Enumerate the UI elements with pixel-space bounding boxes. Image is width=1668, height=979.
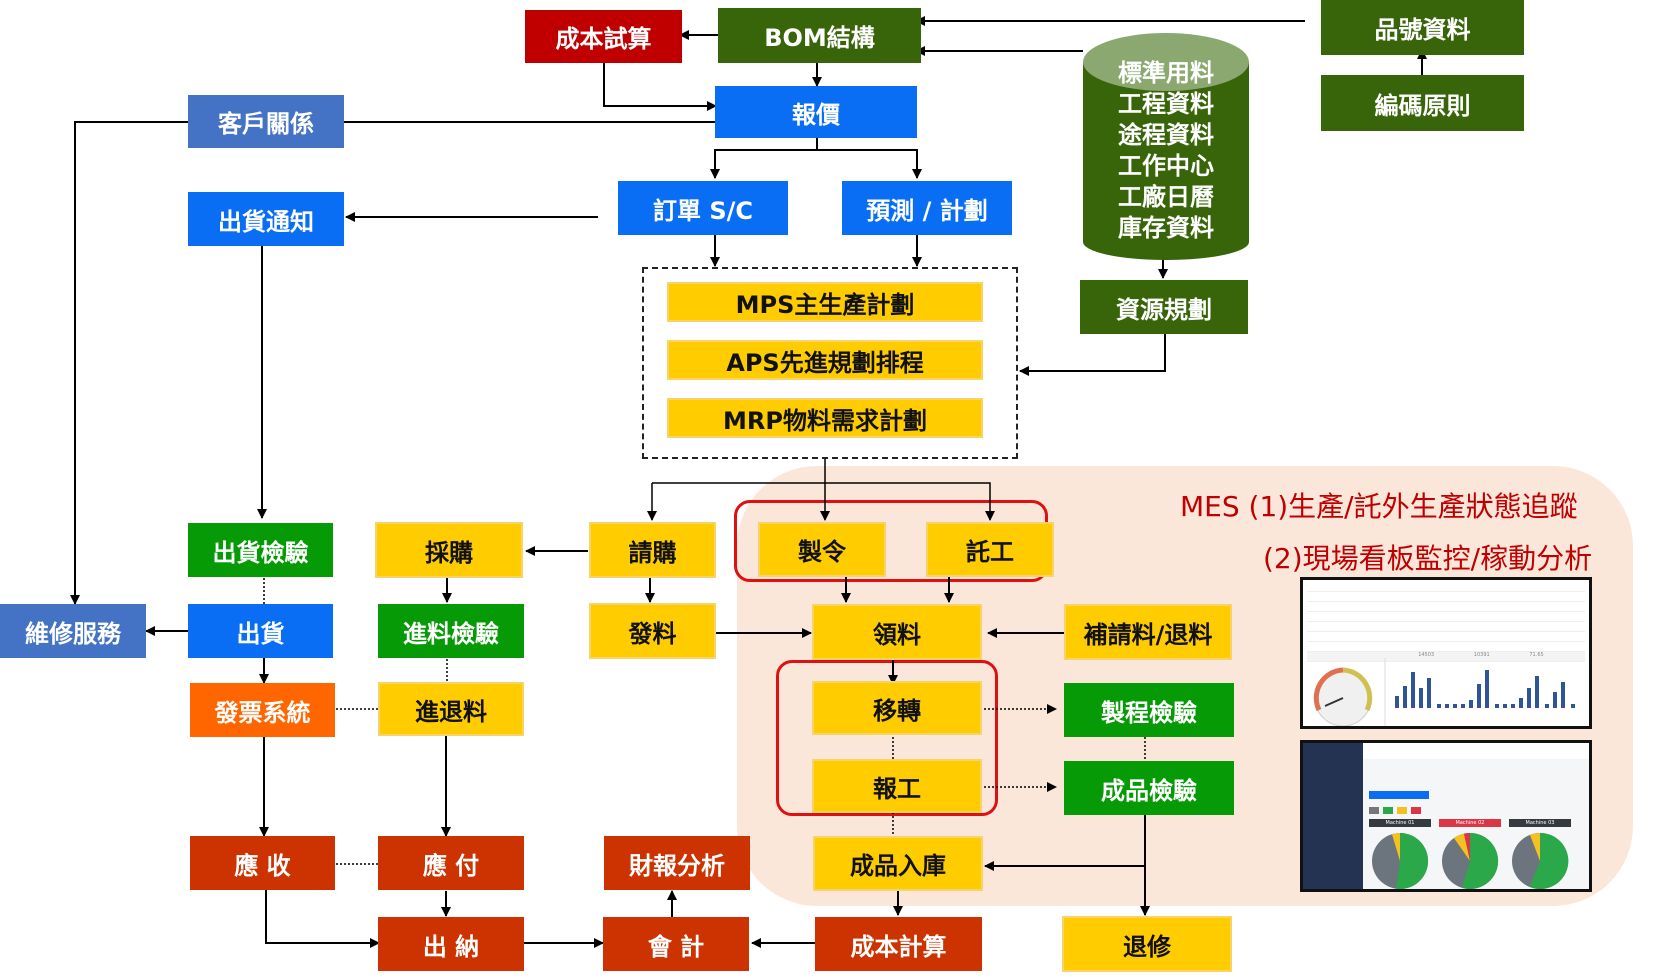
finished-warehousing-box[interactable]: 成品入庫	[813, 836, 983, 891]
coding-rules-box[interactable]: 編碼原則	[1321, 75, 1524, 131]
database-items: 標準用料 工程資料 途程資料 工作中心 工廠日曆 庫存資料	[1083, 58, 1249, 244]
thumbnail-header	[1363, 743, 1589, 759]
thumbnail-gauge-and-bars	[1313, 658, 1575, 726]
outsourcing-box[interactable]: 託工	[926, 522, 1054, 577]
shipping-box[interactable]: 出貨	[188, 604, 333, 658]
part-number-box[interactable]: 品號資料	[1321, 0, 1524, 55]
supplement-return-box[interactable]: 補請料/退料	[1064, 604, 1232, 660]
arrow-receivable-to-cashier	[265, 890, 380, 948]
mes-title-line1: MES (1)生產/託外生產狀態追蹤	[1180, 490, 1578, 523]
accounting-box[interactable]: 會 計	[603, 917, 749, 971]
db-item: 標準用料	[1118, 59, 1214, 87]
process-inspection-box[interactable]: 製程檢驗	[1064, 683, 1234, 737]
thumbnail-machine-label: Machine 03	[1509, 819, 1571, 827]
quotation-box[interactable]: 報價	[715, 86, 917, 138]
arrow-quote-to-forecast	[817, 149, 922, 179]
transfer-report-group-frame	[776, 660, 998, 816]
sales-order-box[interactable]: 訂單 S/C	[618, 181, 788, 235]
dashboard-screenshot-thumbnail: Machine 01 Machine 02 Machine 03	[1300, 740, 1592, 892]
purchase-request-box[interactable]: 請購	[589, 522, 716, 578]
shipping-notice-box[interactable]: 出貨通知	[188, 192, 344, 246]
material-issue-box[interactable]: 領料	[812, 604, 982, 660]
repair-service-box[interactable]: 維修服務	[0, 604, 146, 658]
customer-relations-box[interactable]: 客戶關係	[188, 95, 344, 148]
receipt-return-box[interactable]: 進退料	[378, 682, 524, 736]
purchasing-box[interactable]: 採購	[375, 522, 523, 578]
cost-calculation-box[interactable]: 成本計算	[815, 917, 982, 971]
resource-planning-box[interactable]: 資源規劃	[1080, 280, 1248, 334]
db-item: 工作中心	[1118, 152, 1214, 180]
db-item: 工廠日曆	[1118, 183, 1214, 211]
thumbnail-summary-value: 14503	[1418, 652, 1435, 658]
arrow-customer-to-repair	[70, 121, 232, 605]
arrow-quote-to-order	[710, 138, 818, 179]
financial-analysis-box[interactable]: 財報分析	[604, 836, 750, 890]
thumbnail-machine-label: Machine 02	[1439, 819, 1501, 827]
arrow-resource-to-plan	[1019, 334, 1166, 376]
shipping-inspection-box[interactable]: 出貨檢驗	[188, 523, 333, 577]
payable-box[interactable]: 應 付	[378, 836, 524, 890]
incoming-inspection-box[interactable]: 進料檢驗	[378, 604, 524, 658]
planning-group	[642, 267, 1018, 459]
thumbnail-machine-label: Machine 01	[1369, 819, 1431, 827]
arrow-plan-to-outsourcing	[652, 482, 995, 521]
material-dispatch-box[interactable]: 發料	[589, 603, 716, 659]
report-screenshot-thumbnail: 14503 10391 71.65	[1300, 577, 1592, 729]
mes-title-line2: (2)現場看板監控/稼動分析	[1263, 542, 1593, 575]
finished-inspection-box[interactable]: 成品檢驗	[1064, 761, 1234, 815]
db-item: 途程資料	[1118, 121, 1214, 149]
db-item: 工程資料	[1118, 90, 1214, 118]
rework-box[interactable]: 退修	[1062, 916, 1232, 972]
arrow-cost-to-quote	[603, 62, 717, 111]
thumbnail-button	[1369, 791, 1429, 799]
thumbnail-table: 14503 10391 71.65	[1303, 580, 1589, 662]
forecast-plan-box[interactable]: 預測 / 計劃	[842, 181, 1012, 235]
bom-box[interactable]: BOM結構	[718, 8, 921, 63]
thumbnail-summary-value: 10391	[1473, 652, 1490, 658]
cashier-box[interactable]: 出 納	[378, 917, 524, 971]
work-order-box[interactable]: 製令	[758, 522, 886, 577]
thumbnail-pie-charts	[1372, 832, 1569, 889]
aps-box[interactable]: APS先進規劃排程	[667, 340, 983, 380]
work-report-box[interactable]: 報工	[812, 759, 982, 813]
db-item: 庫存資料	[1118, 214, 1214, 242]
cost-trial-box[interactable]: 成本試算	[525, 10, 682, 63]
thumbnail-summary-value: 71.65	[1529, 652, 1544, 658]
transfer-box[interactable]: 移轉	[812, 681, 982, 735]
receivable-box[interactable]: 應 收	[190, 836, 335, 890]
thumbnail-sidebar	[1303, 743, 1363, 889]
database-cylinder	[1083, 33, 1249, 260]
invoice-system-box[interactable]: 發票系統	[190, 683, 335, 737]
mps-box[interactable]: MPS主生產計劃	[667, 282, 983, 322]
mrp-box[interactable]: MRP物料需求計劃	[667, 398, 983, 438]
